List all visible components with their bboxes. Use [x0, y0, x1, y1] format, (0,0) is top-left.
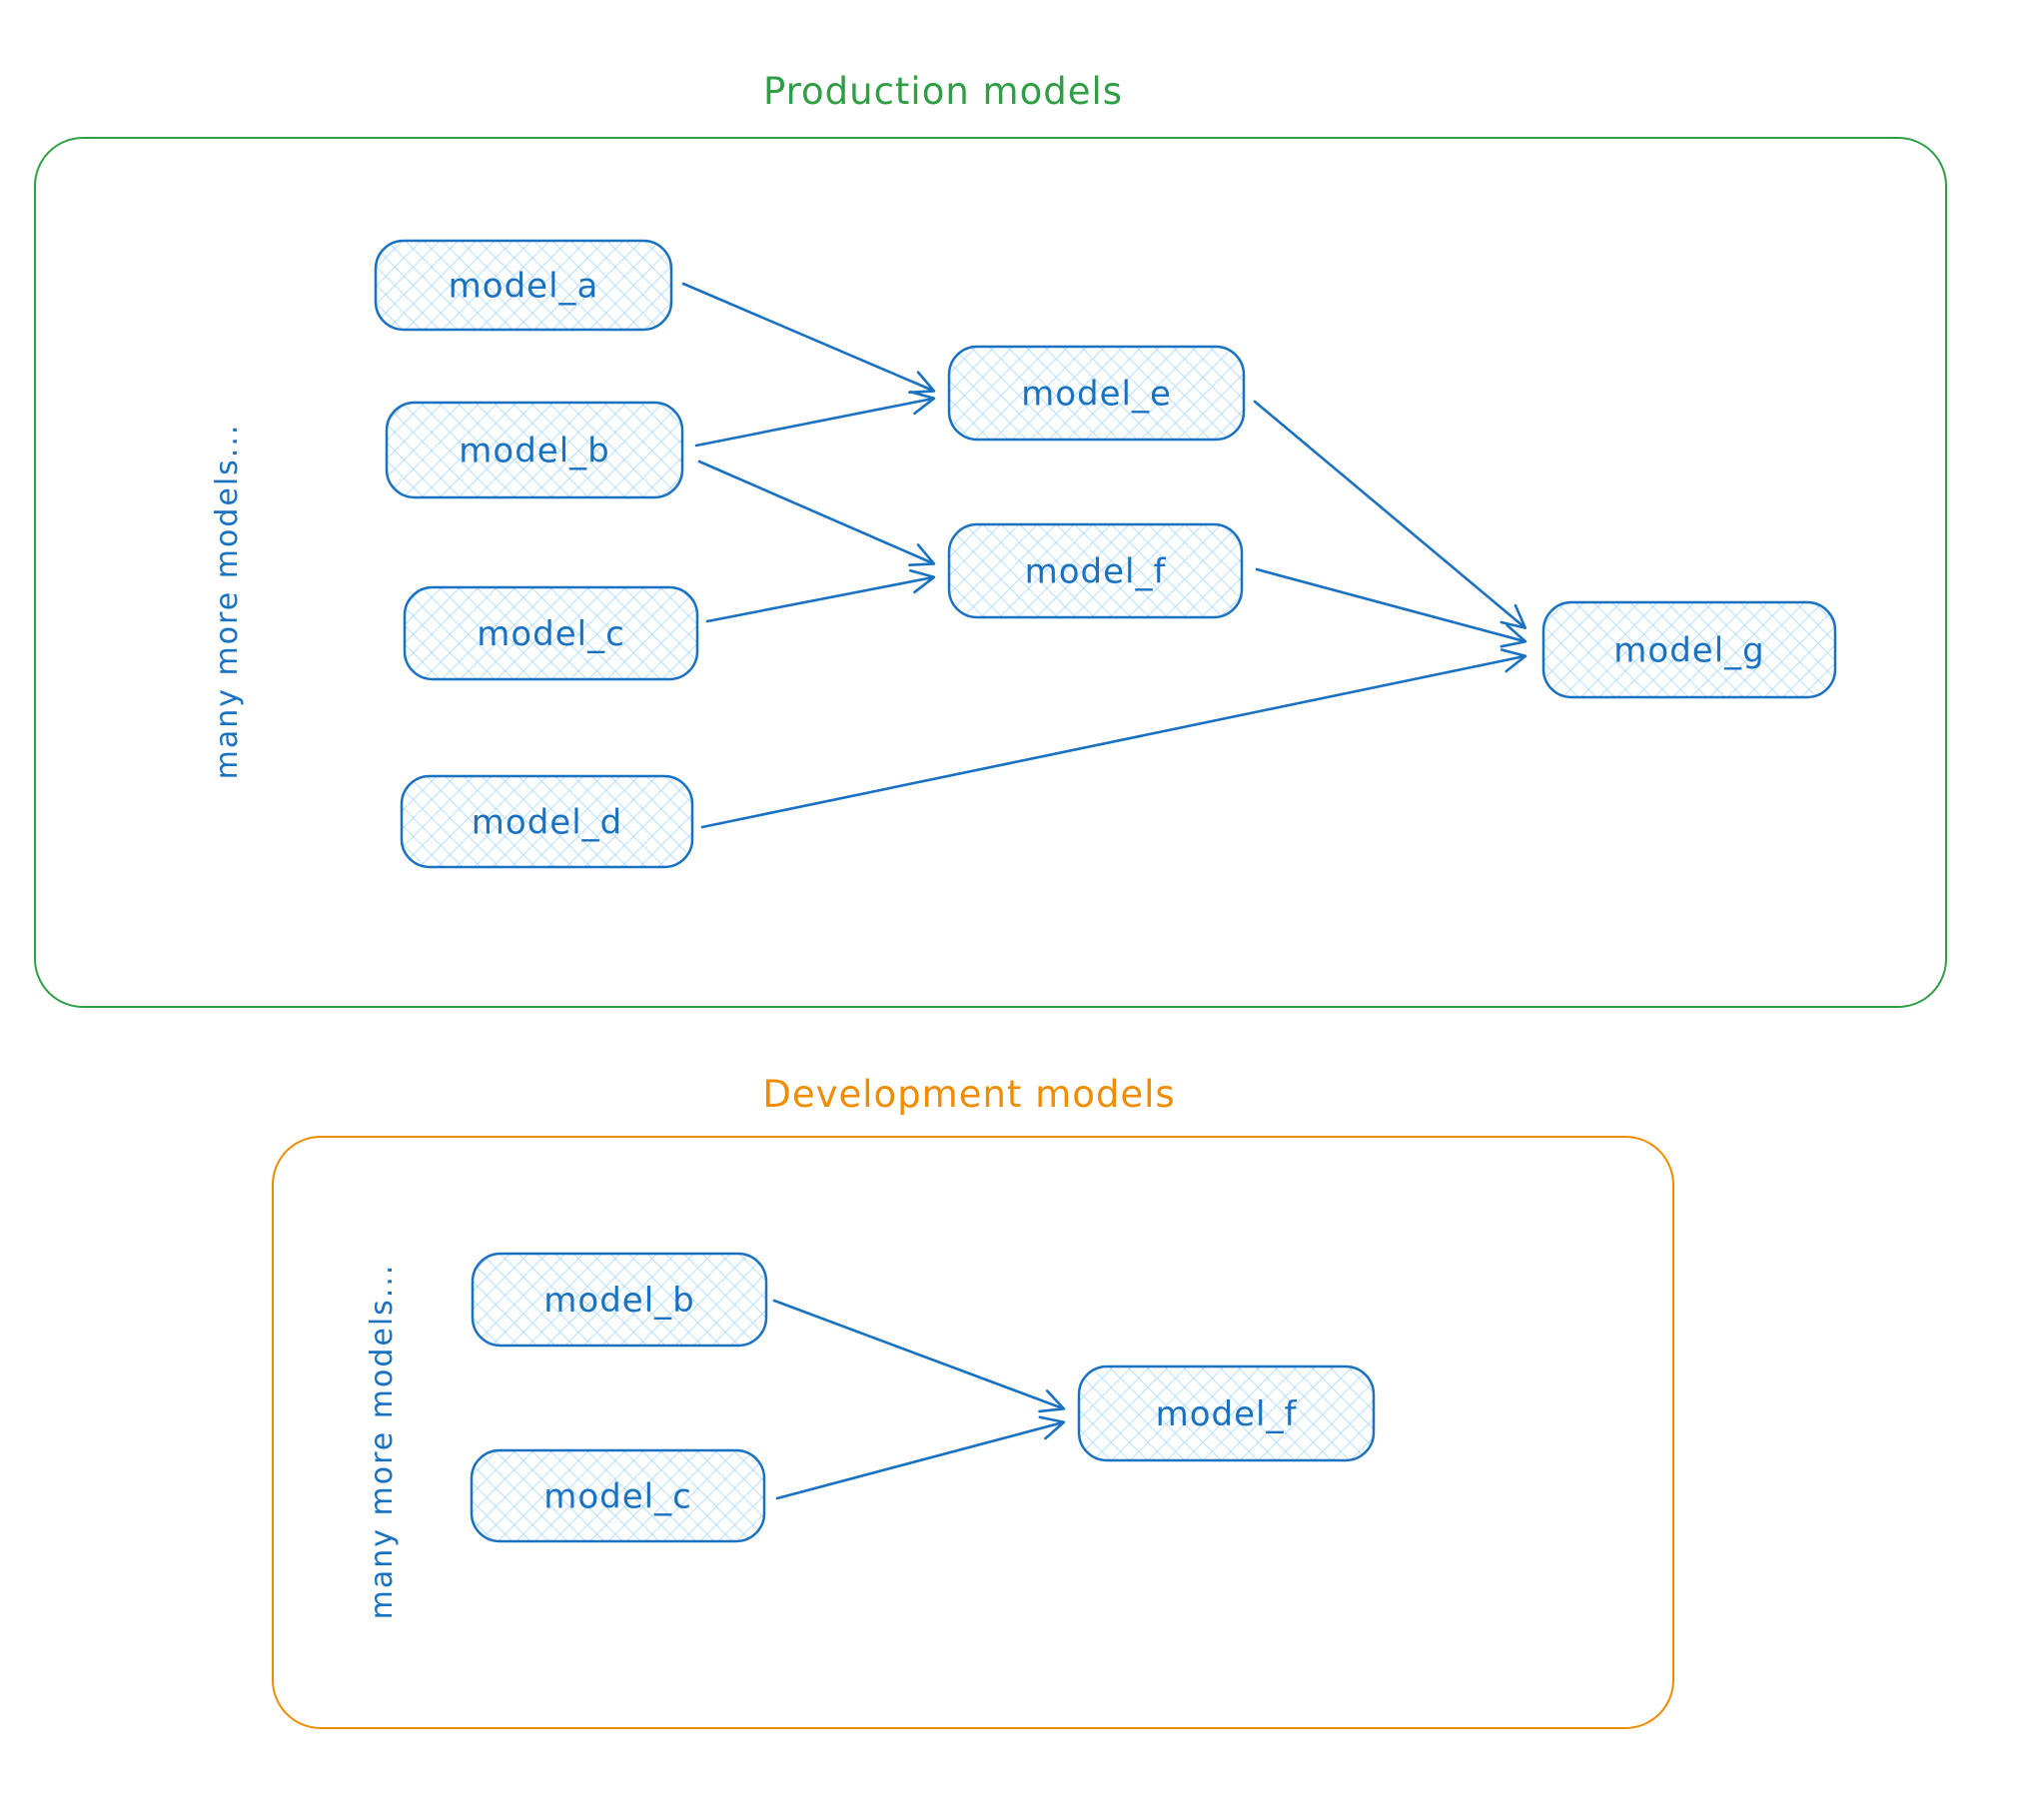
- node-prod-model_e-box: [947, 345, 1246, 442]
- production-frame: [34, 137, 1947, 1008]
- node-prod-model_g-label: model_g: [1613, 631, 1764, 671]
- node-prod-model_b-box: [385, 401, 684, 499]
- arrow-production-model_b-to-model_e: [694, 390, 936, 448]
- node-dev-model_f-label: model_f: [1156, 1394, 1298, 1434]
- node-dev-model_b: model_b: [471, 1252, 768, 1348]
- node-prod-model_f-label: model_f: [1025, 552, 1167, 592]
- arrow-development-model_c-to-model_f: [775, 1415, 1066, 1500]
- node-dev-model_b-label: model_b: [543, 1281, 694, 1321]
- node-prod-model_d: model_d: [400, 774, 694, 869]
- node-dev-model_b-box: [471, 1252, 768, 1348]
- node-dev-model_c-box: [470, 1448, 766, 1543]
- node-dev-model_f: model_f: [1077, 1365, 1376, 1462]
- node-prod-model_e-label: model_e: [1021, 375, 1172, 415]
- node-prod-model_c: model_c: [403, 585, 699, 681]
- node-prod-model_d-label: model_d: [472, 803, 622, 843]
- node-dev-model_c: model_c: [470, 1448, 766, 1543]
- production-side-label: many more models...: [210, 424, 245, 780]
- node-dev-model_f-box: [1077, 1365, 1376, 1462]
- node-dev-model_c-label: model_c: [543, 1477, 692, 1517]
- production-title: Production models: [763, 70, 1123, 113]
- section-production: Production models many more models... mode…: [34, 70, 1947, 1008]
- node-prod-model_g-box: [1541, 600, 1837, 699]
- node-prod-model_c-label: model_c: [477, 614, 625, 654]
- arrow-production-model_b-to-model_f: [697, 459, 936, 566]
- node-prod-model_d-box: [400, 774, 694, 869]
- node-prod-model_b: model_b: [385, 401, 684, 499]
- arrow-production-model_a-to-model_e: [681, 282, 936, 395]
- development-frame: [272, 1136, 1674, 1729]
- node-prod-model_c-box: [403, 585, 699, 681]
- section-development: Development models many more models... mod…: [272, 1073, 1674, 1729]
- arrow-production-model_c-to-model_f: [705, 568, 936, 623]
- node-prod-model_a-box: [374, 239, 673, 332]
- node-prod-model_g: model_g: [1541, 600, 1837, 699]
- development-side-label: many more models...: [365, 1264, 400, 1620]
- node-prod-model_f: model_f: [947, 522, 1244, 619]
- node-prod-model_b-label: model_b: [459, 432, 609, 471]
- arrow-production-model_d-to-model_g: [700, 648, 1527, 829]
- node-prod-model_a: model_a: [374, 239, 673, 332]
- arrow-development-model_b-to-model_f: [772, 1299, 1066, 1413]
- arrow-production-model_e-to-model_g: [1253, 400, 1527, 629]
- node-prod-model_a-label: model_a: [449, 267, 599, 307]
- node-prod-model_e: model_e: [947, 345, 1246, 442]
- development-title: Development models: [762, 1073, 1175, 1116]
- node-prod-model_f-box: [947, 522, 1244, 619]
- arrow-production-model_f-to-model_g: [1255, 567, 1527, 648]
